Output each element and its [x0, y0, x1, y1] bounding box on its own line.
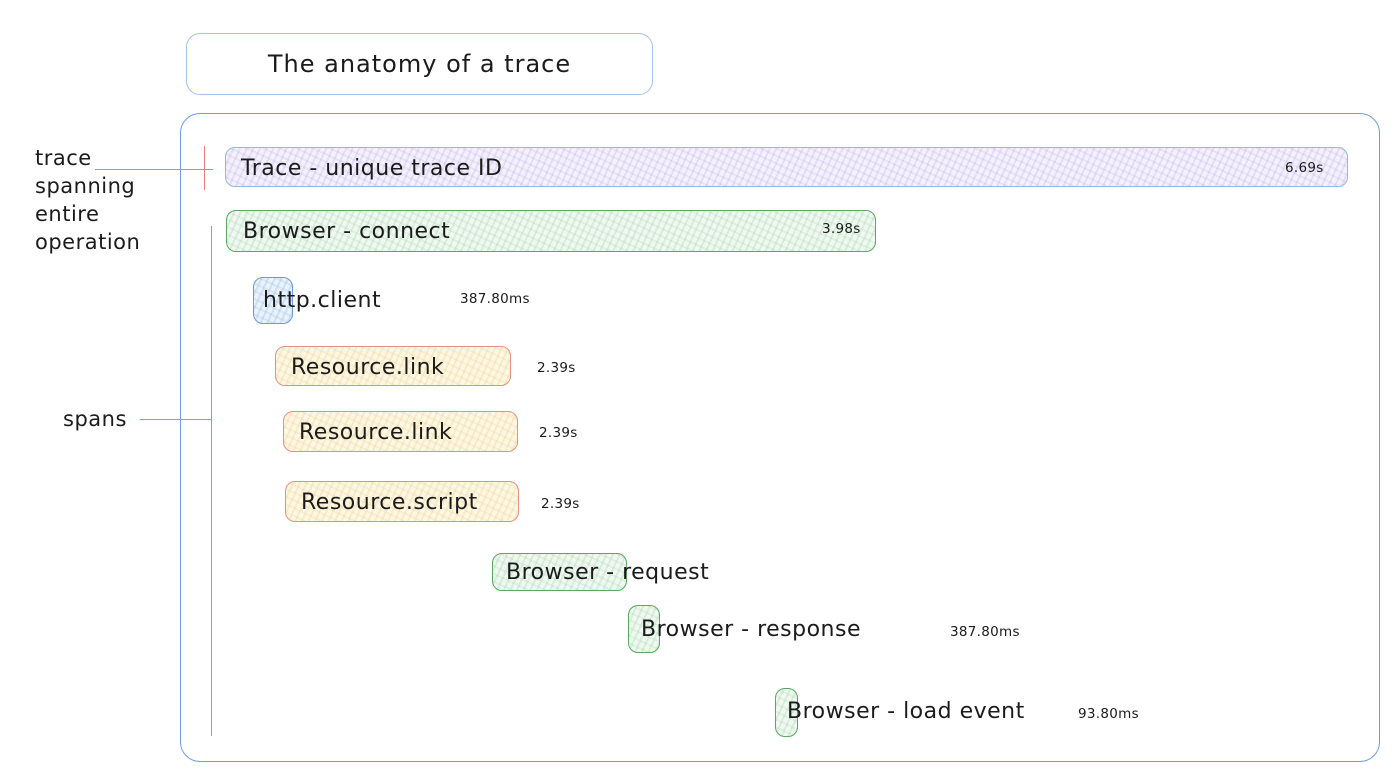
span-duration: 93.80ms: [1078, 706, 1139, 722]
span-label: Browser - request: [506, 560, 710, 585]
spans-bracket-line: [211, 226, 212, 736]
title-box: The anatomy of a trace: [186, 33, 653, 95]
span-duration: 387.80ms: [460, 291, 530, 307]
span-label: Browser - connect: [243, 219, 451, 244]
spans-annotation: spans: [63, 405, 127, 433]
span-duration: 2.39s: [541, 496, 580, 512]
span-bar-resource-link-2: [283, 411, 518, 452]
span-bar-browser-response: [628, 605, 660, 653]
span-label: Browser - response: [641, 617, 861, 642]
annotation-line: trace: [35, 146, 92, 170]
span-bar-browser-connect: [226, 210, 876, 252]
span-label: Resource.link: [291, 355, 445, 380]
trace-annotation: trace spanning entire operation: [35, 144, 140, 256]
span-duration: 2.39s: [537, 360, 576, 376]
span-bar-resource-script: [285, 481, 519, 522]
trace-frame: [180, 113, 1380, 762]
span-bar-browser-load-event: [775, 688, 798, 737]
annotation-line: entire: [35, 202, 100, 226]
spans-pointer-line: [140, 419, 212, 420]
span-label: Resource.script: [301, 490, 478, 515]
span-label: Browser - load event: [787, 699, 1025, 724]
annotation-line: spanning: [35, 174, 136, 198]
annotation-line: spans: [63, 407, 127, 431]
span-bar-http-client: [253, 277, 293, 324]
span-label: Resource.link: [299, 420, 453, 445]
span-duration: 3.98s: [822, 221, 861, 237]
span-bar-trace: [225, 147, 1348, 187]
span-label: http.client: [263, 288, 382, 313]
diagram-title: The anatomy of a trace: [267, 50, 572, 78]
span-duration: 387.80ms: [950, 624, 1020, 640]
span-bar-resource-link-1: [275, 346, 511, 386]
trace-pointer-tick: [204, 146, 205, 190]
trace-pointer-line: [95, 169, 213, 170]
span-duration: 2.39s: [539, 425, 578, 441]
annotation-line: operation: [35, 230, 141, 254]
span-duration: 6.69s: [1285, 160, 1324, 176]
span-label: Trace - unique trace ID: [241, 156, 503, 181]
span-bar-browser-request: [492, 553, 627, 591]
